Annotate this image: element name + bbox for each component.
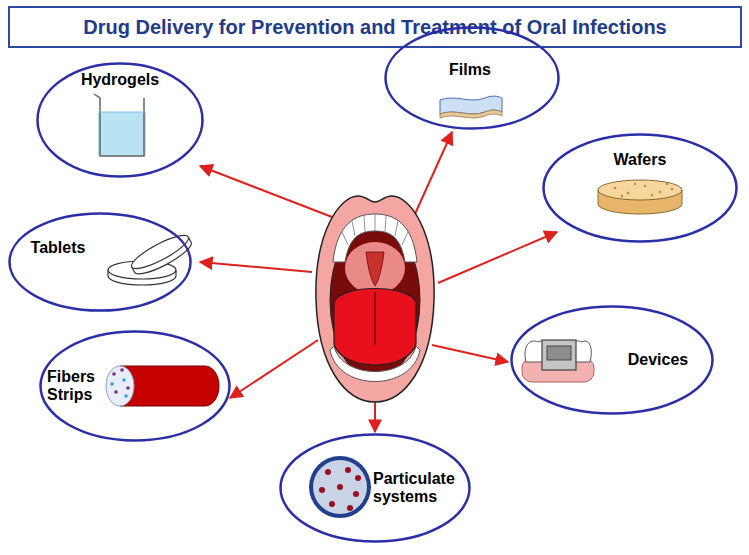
node-label: Wafers [614,151,667,169]
ellipse-node: Particulate systems [279,433,471,543]
mouth-illustration [316,196,434,402]
ellipse-node: Hydrogels [36,62,204,178]
ellipse-node: Films [384,26,560,130]
ellipse-node: Tablets [8,212,192,312]
node-label: Tablets [31,239,86,257]
node-label: Fibers Strips [47,368,105,405]
ellipse-outline [41,332,230,441]
tablets-icon [108,230,195,285]
ellipse-outline [386,28,559,129]
ellipse-outline [8,212,192,312]
film-icon [440,96,502,118]
node-label: Films [449,61,491,79]
beaker-icon [94,94,146,156]
ellipse-outline [281,435,470,542]
ellipse-outline [10,214,191,311]
diagram-title: Drug Delivery for Prevention and Treatme… [83,15,666,39]
ellipse-outline [512,307,713,414]
node-label: Hydrogels [81,71,159,89]
node-label: Particulate systems [373,470,463,507]
ellipse-outline [384,26,560,130]
wafer-icon [598,180,682,214]
ellipse-node: Fibers Strips [39,330,231,442]
ellipse-outline [542,133,738,243]
leader-arrows [200,132,557,432]
ellipse-node: Wafers [542,133,738,243]
title-box: Drug Delivery for Prevention and Treatme… [8,6,742,48]
ellipse-outline [544,135,737,242]
particle-icon [309,456,371,518]
node-label: Devices [628,351,689,369]
device-icon [522,340,594,382]
fiber-icon [106,366,219,406]
ellipse-outline [38,64,203,177]
ellipse-node: Devices [510,305,714,415]
